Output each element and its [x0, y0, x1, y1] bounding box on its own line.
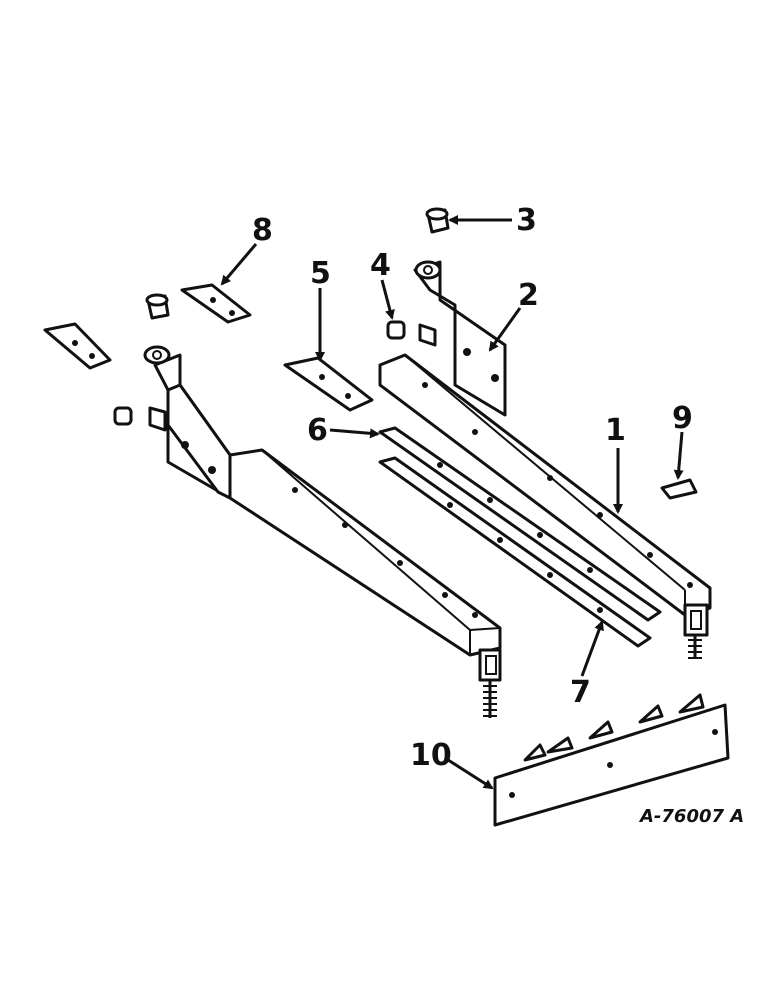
- leader-2: [488, 307, 522, 352]
- callout-5: 5: [310, 256, 331, 291]
- plate-part-8: [180, 283, 252, 324]
- threaded-stud-left: [483, 680, 497, 718]
- knife-bar-part-10: [493, 693, 730, 827]
- callout-1: 1: [605, 413, 626, 448]
- nut-left: [145, 293, 170, 320]
- right-support-bar: [378, 353, 712, 659]
- callout-6: 6: [307, 413, 328, 448]
- threaded-stud-right: [688, 635, 702, 659]
- plate-part-5: [283, 356, 374, 412]
- right-bracket: [413, 260, 507, 417]
- leader-7: [580, 620, 604, 677]
- spacer-left: [113, 406, 133, 426]
- plate-left: [43, 322, 112, 370]
- leader-8: [220, 243, 258, 286]
- callout-9: 9: [672, 401, 693, 436]
- leader-4: [380, 279, 395, 320]
- callout-7: 7: [570, 675, 591, 710]
- spacer-part-4: [386, 320, 406, 340]
- callout-8: 8: [252, 213, 273, 248]
- callout-3: 3: [516, 203, 537, 238]
- clip-part-9: [660, 478, 698, 500]
- callout-4: 4: [370, 248, 391, 283]
- callout-2: 2: [518, 278, 539, 313]
- leader-9: [673, 431, 684, 480]
- left-support-bar: [143, 345, 502, 718]
- nut-part-3: [425, 207, 450, 234]
- leader-10: [444, 756, 494, 790]
- drawing-number: A-76007 A: [638, 806, 744, 827]
- callout-10: 10: [410, 738, 452, 773]
- strip-part-7: [378, 456, 652, 648]
- strip-part-6: [378, 426, 662, 622]
- leader-6: [329, 428, 380, 439]
